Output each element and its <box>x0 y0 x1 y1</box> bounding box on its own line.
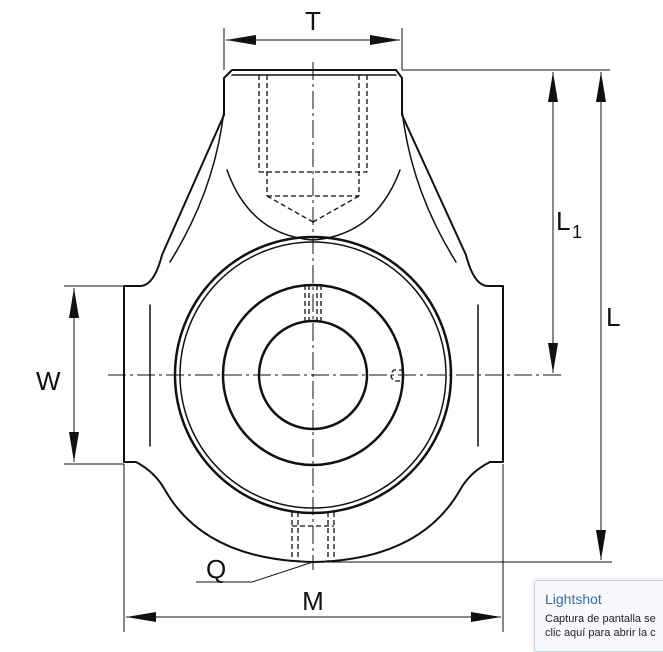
drill-point-l <box>266 195 314 223</box>
label-m: M <box>302 586 324 616</box>
l1-arrow-top <box>548 72 558 102</box>
lightshot-notification[interactable]: Lightshot Captura de pantalla se clic aq… <box>534 580 663 652</box>
l-arrow-bottom <box>596 530 606 560</box>
neck-inner-right <box>401 109 457 263</box>
q-leader <box>196 561 314 583</box>
label-l1: L <box>556 206 570 236</box>
lightshot-title: Lightshot <box>545 591 602 607</box>
l1-arrow-bottom <box>548 343 558 373</box>
w-arrow-top <box>69 288 79 318</box>
t-arrow-right <box>370 35 400 45</box>
label-q: Q <box>206 554 226 584</box>
l-arrow-top <box>596 72 606 102</box>
lightshot-message-line1: Captura de pantalla se <box>545 613 656 625</box>
t-arrow-left <box>226 35 256 45</box>
drill-point-r <box>312 195 360 223</box>
label-l: L <box>606 302 620 332</box>
label-l1-subscript: 1 <box>572 222 582 242</box>
lightshot-message-line2: clic aquí para abrir la c <box>545 627 656 639</box>
m-arrow-left <box>126 612 156 622</box>
neck-inner-left <box>169 109 225 263</box>
label-t: T <box>305 6 321 36</box>
technical-drawing: T L 1 L W Q M <box>36 6 620 632</box>
label-w: W <box>36 366 61 396</box>
w-arrow-bottom <box>69 432 79 462</box>
m-arrow-right <box>471 612 501 622</box>
